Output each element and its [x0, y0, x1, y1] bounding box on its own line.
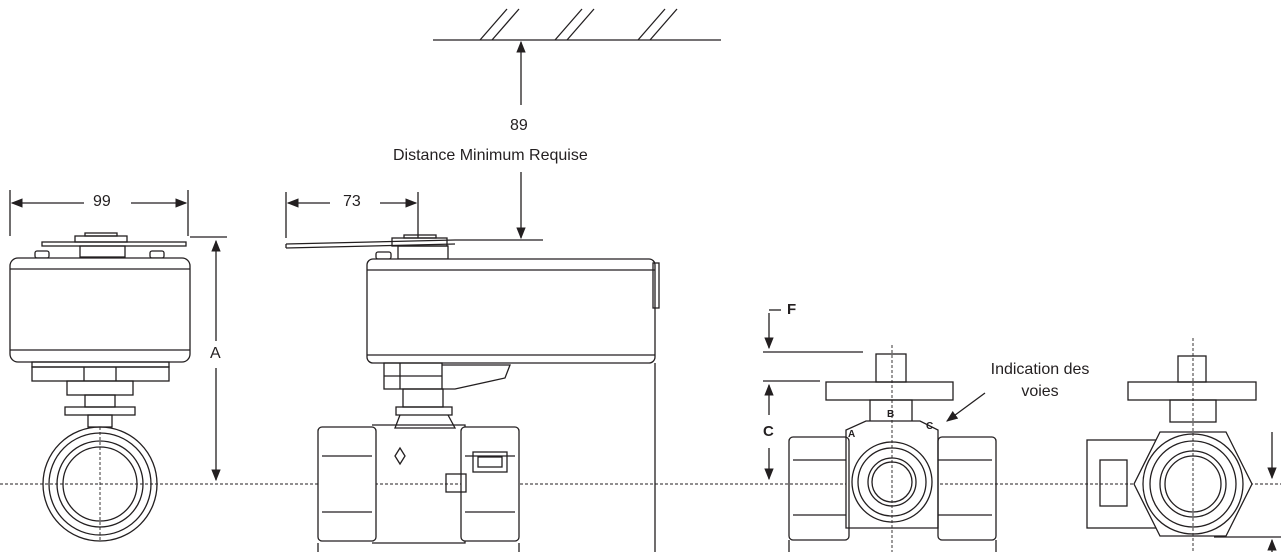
clearance-caption: Distance Minimum Requise [393, 147, 588, 164]
port-b-label: B [887, 409, 895, 420]
front-width-dimension: 99 [93, 193, 111, 210]
side-offset-dimension: 73 [343, 193, 361, 210]
port-c-label: C [926, 421, 934, 432]
side-view [285, 192, 660, 552]
dimension-f-label: F [787, 301, 797, 318]
clearance-value: 89 [510, 117, 528, 134]
three-way-valve-view [763, 309, 997, 552]
port-a-label: A [848, 429, 856, 440]
front-view [9, 190, 227, 542]
dimension-c-label: C [763, 423, 774, 440]
height-dimension-label: A [210, 345, 221, 362]
indication-des-voies-note: Indication des voies [990, 361, 1090, 400]
ceiling-clearance [433, 8, 721, 241]
end-view [1086, 338, 1281, 552]
